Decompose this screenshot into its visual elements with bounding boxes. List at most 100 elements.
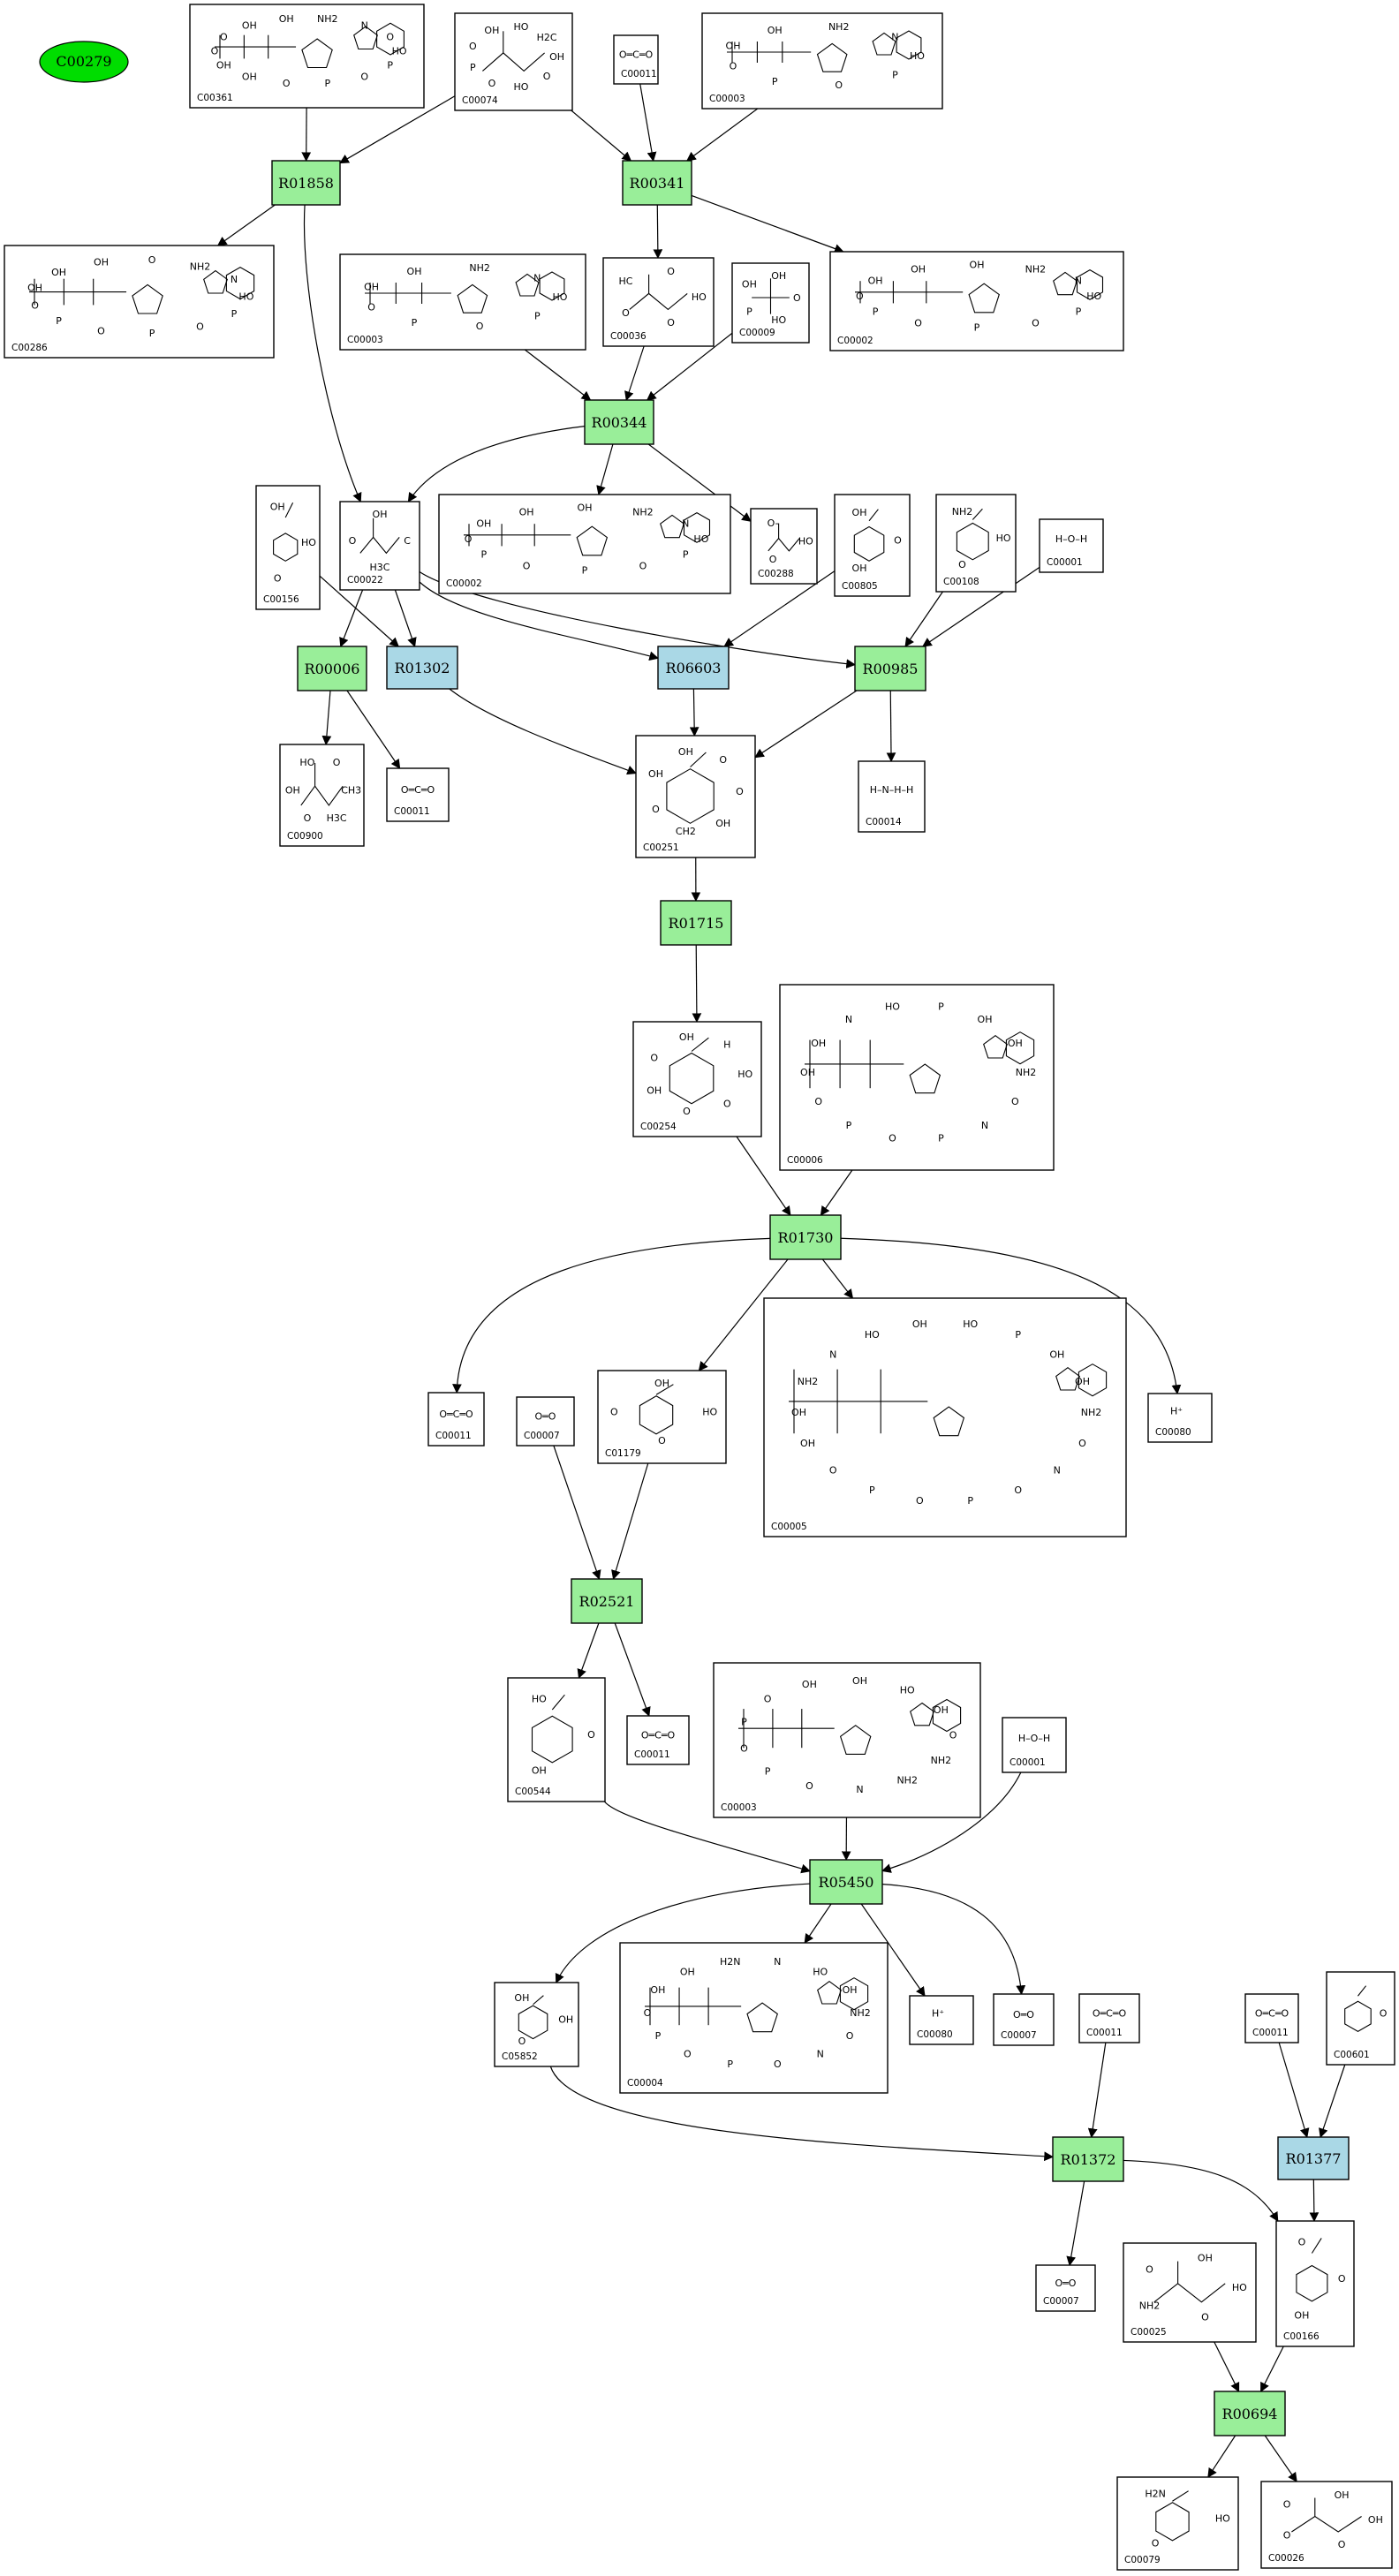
- atom-label: O: [846, 2030, 854, 2042]
- atom-label: OH: [1075, 1376, 1090, 1387]
- reaction-node-r01715[interactable]: R01715: [660, 900, 732, 946]
- compound-label: C00014: [866, 817, 902, 827]
- compound-node-c00080b[interactable]: H⁺C00080: [909, 1995, 974, 2045]
- reaction-node-r01302[interactable]: R01302: [386, 646, 458, 690]
- atom-label: O: [1011, 1096, 1019, 1107]
- atom-label: OH: [285, 785, 300, 797]
- atom-label: OH: [912, 1318, 927, 1330]
- atom-label: N: [774, 1956, 781, 1968]
- edge-r01858-c00286: [216, 204, 276, 246]
- reaction-node-r06603[interactable]: R06603: [657, 646, 730, 690]
- reaction-node-r05450[interactable]: R05450: [809, 1859, 883, 1905]
- atom-label: NH2: [1081, 1407, 1102, 1418]
- atom-label: HO: [514, 21, 529, 33]
- edge-c00003b-r00344: [524, 349, 592, 401]
- reaction-node-r00006[interactable]: R00006: [297, 646, 367, 691]
- reaction-label: R05450: [819, 1874, 874, 1891]
- atom-label: O: [523, 561, 531, 572]
- start-compound-node[interactable]: C00279: [39, 41, 129, 83]
- reaction-node-r00694[interactable]: R00694: [1214, 2391, 1286, 2436]
- reaction-node-r01858[interactable]: R01858: [271, 160, 341, 206]
- edge-c00166-r00694: [1260, 2346, 1284, 2392]
- compound-node-c00080a[interactable]: H⁺C00080: [1147, 1393, 1213, 1443]
- atom-label: OH: [934, 1704, 949, 1716]
- atom-label: OH: [51, 267, 66, 278]
- reaction-node-r00985[interactable]: R00985: [854, 646, 926, 691]
- atom-label: O: [889, 1133, 896, 1144]
- atom-label: O: [723, 1099, 731, 1110]
- atom-label: N: [1075, 275, 1082, 286]
- atom-label: N: [1054, 1464, 1061, 1476]
- compound-label: C00007: [524, 1431, 560, 1441]
- reaction-node-r02521[interactable]: R02521: [571, 1578, 643, 1624]
- o2-glyph: O═O: [1013, 2009, 1034, 2021]
- reaction-box: [297, 646, 367, 691]
- reaction-box: [660, 900, 732, 946]
- atom-label: P: [655, 2030, 662, 2042]
- compound-label: C01179: [605, 1448, 641, 1459]
- atom-label: OH: [1335, 2489, 1350, 2501]
- atom-label: NH2: [317, 13, 338, 25]
- reaction-label: R01730: [778, 1229, 834, 1246]
- atom-label: O-: [768, 517, 779, 529]
- reaction-node-r00341[interactable]: R00341: [622, 160, 692, 206]
- reaction-box: [271, 160, 341, 206]
- edge-r01302-c00251: [449, 688, 638, 775]
- reaction-node-r00344[interactable]: R00344: [584, 399, 654, 445]
- edge-c00022-r06603: [419, 581, 660, 661]
- atom-label: P: [741, 1717, 747, 1728]
- atom-label: OH: [94, 257, 109, 268]
- reaction-label: R00341: [630, 175, 685, 192]
- reaction-label: R06603: [666, 660, 722, 676]
- compound-label: C00025: [1131, 2327, 1167, 2338]
- atom-label: O: [518, 2036, 526, 2047]
- reaction-node-r01377[interactable]: R01377: [1277, 2136, 1350, 2180]
- reaction-node-r01372[interactable]: R01372: [1052, 2136, 1124, 2182]
- compound-box: [613, 34, 659, 85]
- reaction-node-r01730[interactable]: R01730: [769, 1214, 842, 1260]
